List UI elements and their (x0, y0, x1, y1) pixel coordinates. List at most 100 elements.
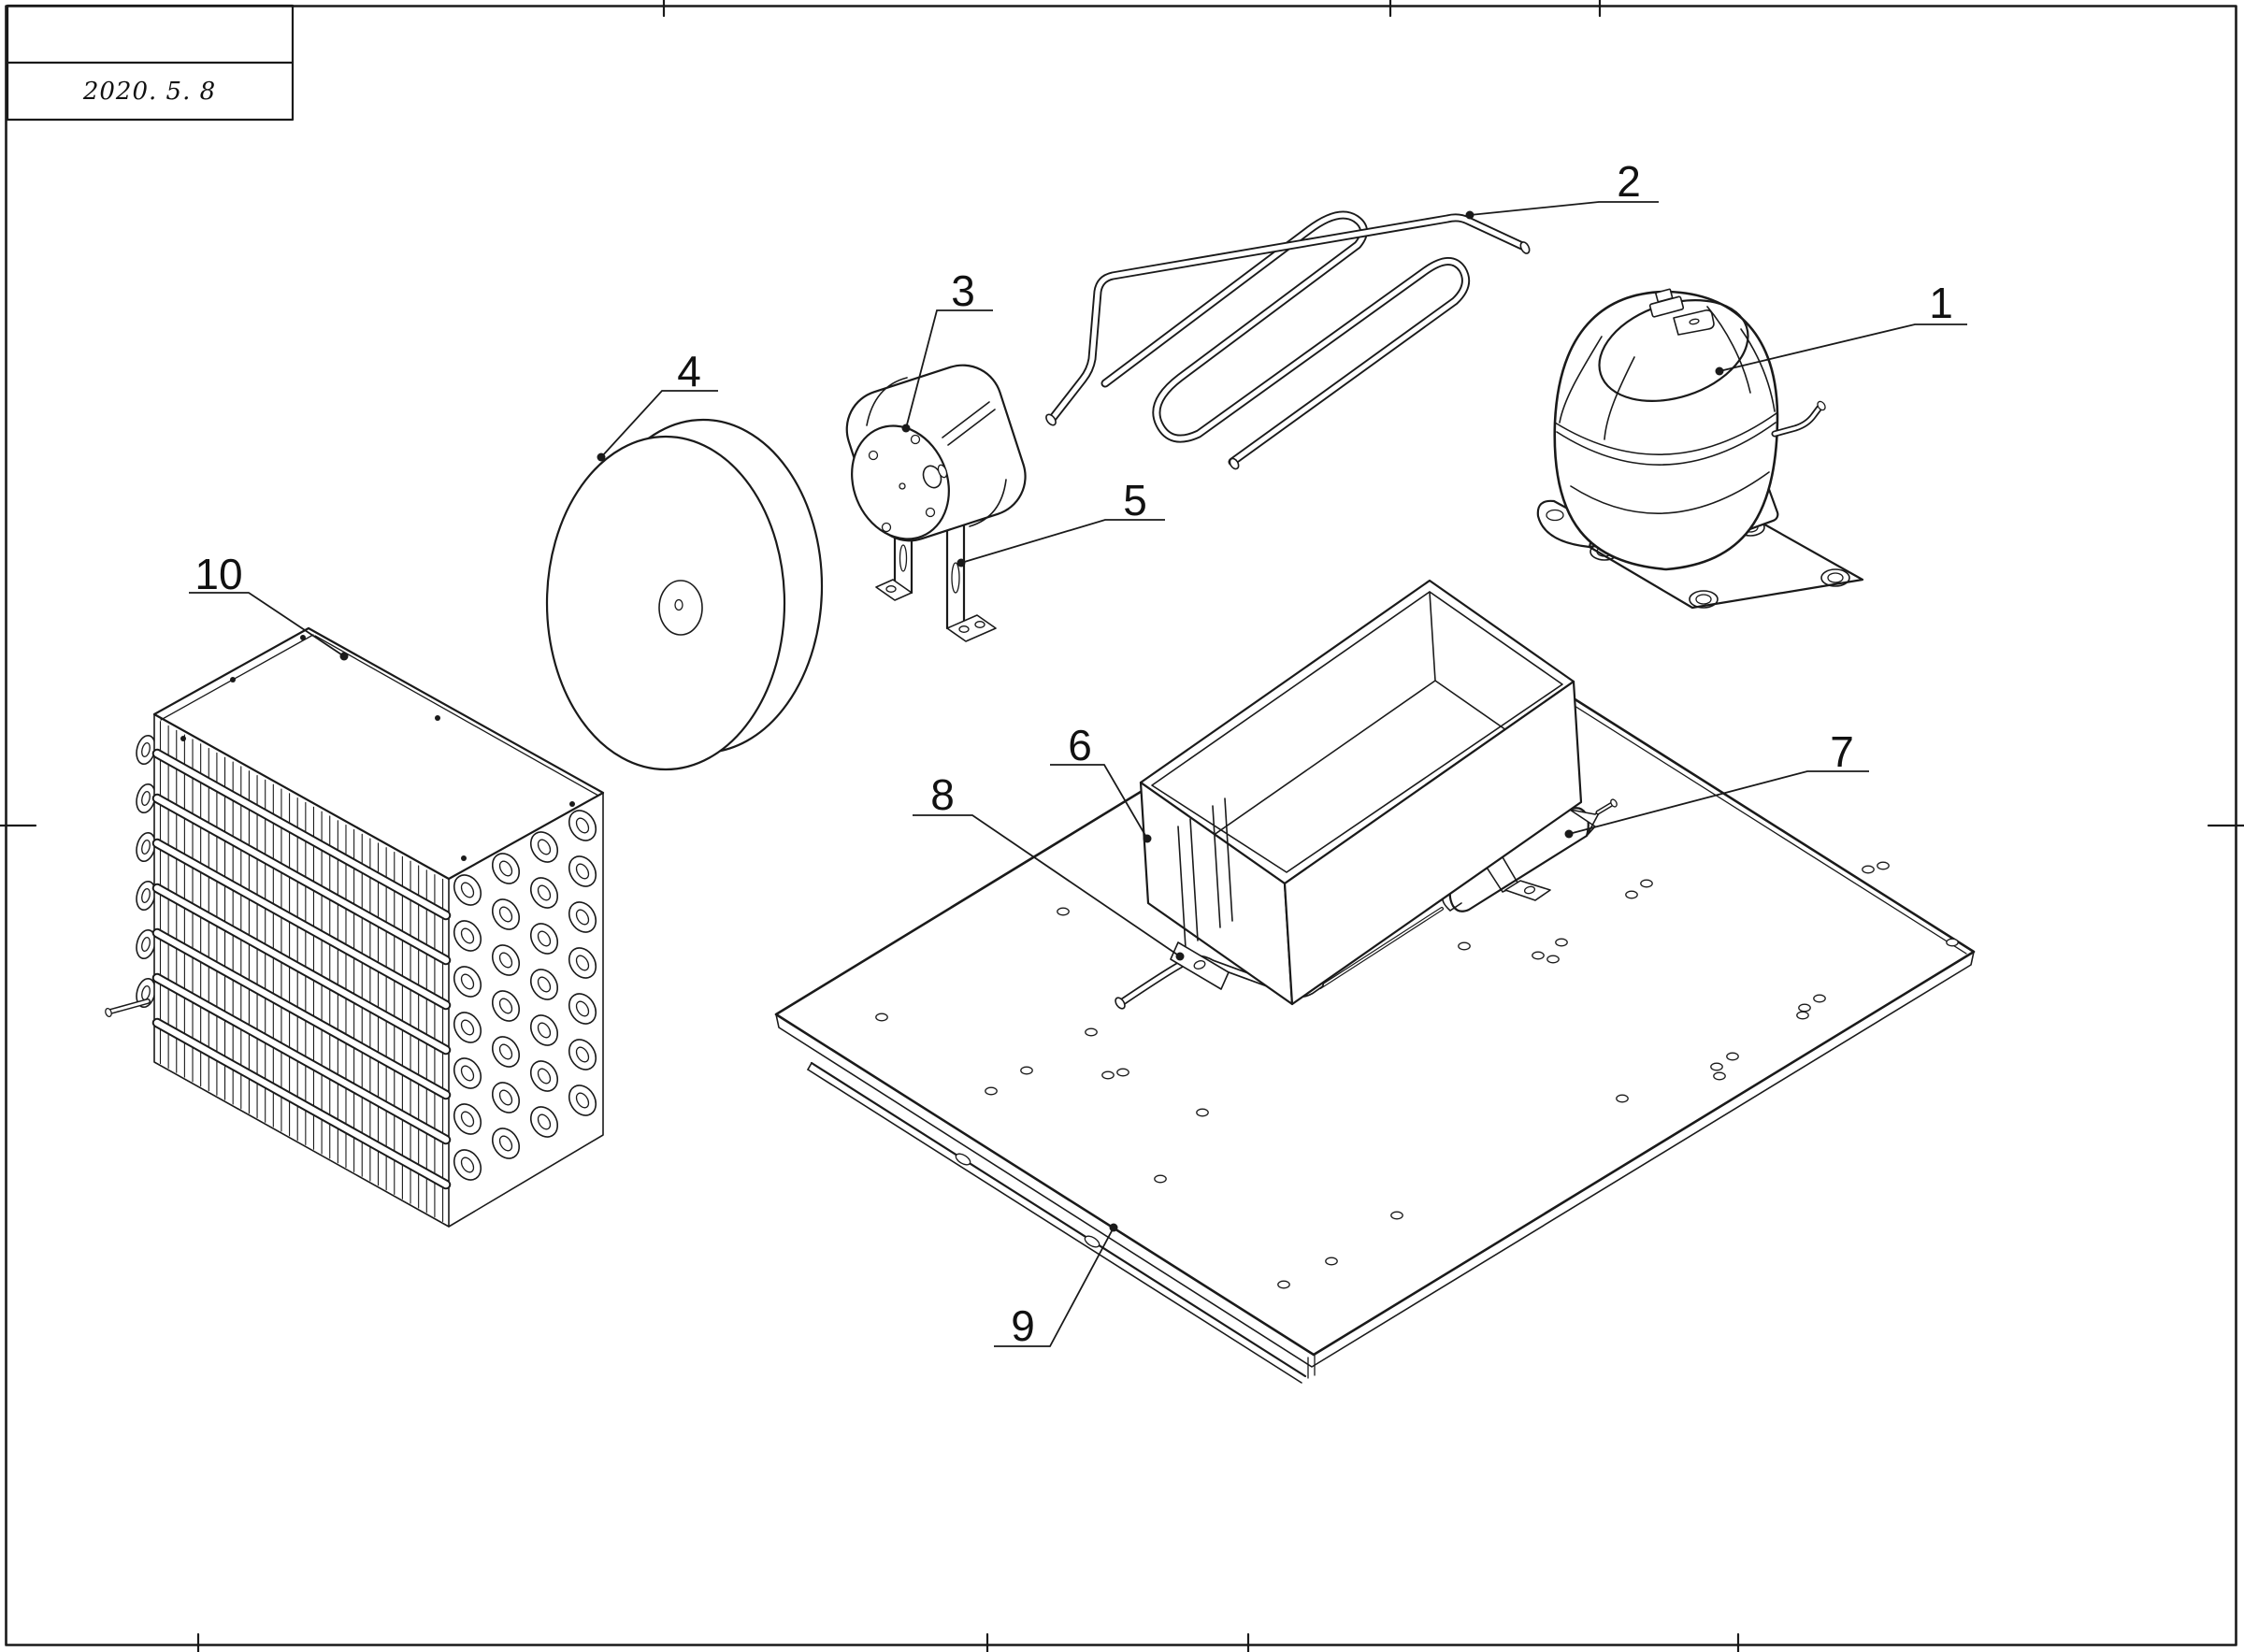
leader-dot-7 (1564, 829, 1574, 839)
capillary-end-cap (1115, 997, 1126, 1010)
coil-ubend-inner (498, 906, 513, 923)
leader-dot-9 (1109, 1223, 1118, 1232)
coil-ubend (491, 990, 521, 1022)
coil-tube-row-core (153, 929, 450, 1099)
blade-hub (658, 580, 703, 636)
callout-2: 2 (1465, 157, 1659, 220)
coil-ubend-inner (498, 998, 513, 1014)
plate-hole (1532, 951, 1545, 960)
serpentine-end-cap (1229, 457, 1240, 470)
filter-nose-cone (1569, 809, 1602, 837)
plate-hole (1625, 890, 1638, 899)
leader-line-8 (913, 814, 1181, 957)
coil-ubend-inner (537, 839, 552, 855)
leader-line-2 (1469, 201, 1659, 216)
serpentine-inlet-cap (1045, 413, 1057, 426)
callout-9: 9 (994, 1223, 1118, 1350)
coil-tube-row-core (153, 750, 450, 919)
plate-hole (1154, 1174, 1167, 1184)
coil-ubend-inner (575, 1000, 590, 1017)
coil-ubend-inner (575, 909, 590, 926)
coil-ubend (453, 1012, 482, 1043)
leader-dot-3 (901, 424, 911, 433)
revision-date: 2020. 5. 8 (82, 78, 216, 106)
coil-right-ubends (453, 810, 597, 1181)
callouts: 1 2 3 4 5 6 7 (189, 157, 1967, 1350)
leader-line-4 (600, 390, 718, 458)
plate-hole (1325, 1257, 1338, 1266)
callout-6: 6 (1050, 721, 1152, 843)
coil-ubend (453, 1057, 482, 1089)
part-label-4: 4 (677, 347, 701, 395)
coil-ubend-inner (575, 817, 590, 834)
coil-left-ubend-inner (141, 742, 151, 757)
rail-bottom-edge (807, 1069, 1302, 1384)
leader-line-5 (960, 519, 1165, 564)
coil-stub-cap (105, 1007, 112, 1018)
coil-left-ubends (136, 734, 156, 1009)
part-label-1: 1 (1929, 279, 1953, 327)
part-label-2: 2 (1617, 157, 1641, 206)
coil-ubend (529, 1106, 559, 1138)
part-3-fan-motor (845, 364, 1027, 542)
plate-hole (1616, 1094, 1629, 1103)
leader-line-7 (1568, 770, 1869, 835)
serpentine-outlet-cap (1519, 241, 1531, 254)
plate-hole (1813, 994, 1826, 1003)
bracket-right-slot (951, 562, 960, 594)
motor-shaft (937, 464, 948, 479)
plate-hole (1546, 955, 1560, 964)
plate-hole (1116, 1068, 1129, 1077)
callout-1: 1 (1715, 279, 1967, 376)
coil-ubend (568, 855, 597, 887)
plate-hole (1710, 1062, 1723, 1071)
coil-tube-row-core (153, 884, 450, 1054)
bracket-left-foot-hole (885, 585, 897, 593)
coil-ubend (568, 810, 597, 841)
leader-line-1 (1719, 323, 1967, 372)
plate-hole (1458, 941, 1471, 951)
coil-ubend-inner (498, 1135, 513, 1152)
plate-hole (985, 1086, 998, 1096)
part-4-fan-blade (545, 418, 824, 771)
coil-tube-row-core (153, 795, 450, 964)
compressor-stub-cap (1817, 400, 1826, 411)
coil-ubend-inner (460, 882, 475, 898)
coil-ubend (568, 901, 597, 933)
part-label-8: 8 (930, 770, 955, 819)
plate-hole (1555, 938, 1568, 947)
part-label-6: 6 (1068, 721, 1092, 769)
plate-hole (1196, 1108, 1209, 1117)
coil-ubend (491, 1036, 521, 1068)
callout-3: 3 (901, 266, 993, 433)
coil-left-ubend-inner (141, 840, 151, 855)
coil-ubend (453, 920, 482, 952)
coil-ubend (491, 898, 521, 930)
compressor-meridians (1559, 306, 1776, 440)
callout-7: 7 (1564, 727, 1869, 839)
coil-left-ubend-inner (141, 888, 151, 903)
compressor-seams (1554, 412, 1777, 514)
plate-hole (1796, 1011, 1809, 1020)
coil-tube-row-core (153, 840, 450, 1009)
capillary-thin-white (1319, 908, 1443, 988)
compressor-stub-white (1773, 406, 1821, 436)
callout-10: 10 (189, 550, 349, 661)
callout-4: 4 (597, 347, 718, 462)
coil-ubend-inner (460, 927, 475, 944)
coil-ubend (529, 969, 559, 1000)
coil-ubend-inner (498, 952, 513, 969)
plate-thickness-edge (775, 951, 1975, 1368)
coil-ubend-inner (537, 930, 552, 947)
part-label-5: 5 (1123, 476, 1147, 524)
coil-ubend (529, 1014, 559, 1046)
coil-ubend (529, 831, 559, 863)
coil-left-ubend-inner (141, 791, 151, 806)
pan-bracket-foot-hole (1193, 960, 1206, 970)
coil-ubend (453, 966, 482, 998)
coil-ubend (453, 874, 482, 906)
plate-hole (1085, 1027, 1098, 1037)
plate-hole (1101, 1070, 1115, 1080)
